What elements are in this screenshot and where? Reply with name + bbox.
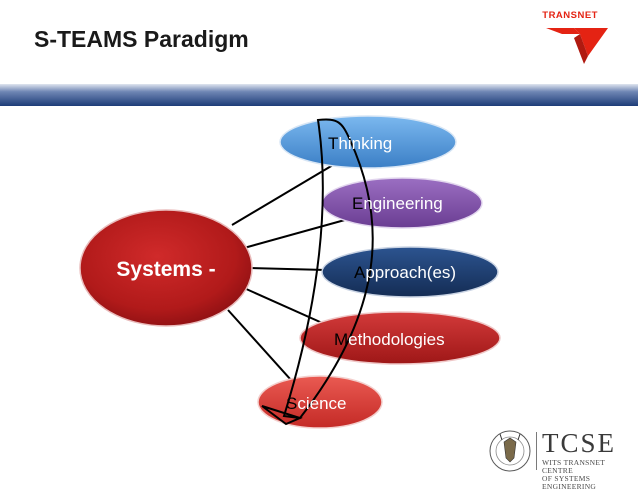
node-approaches-initial: A	[354, 263, 366, 282]
connector-engineering	[243, 217, 353, 249]
footer-divider	[536, 432, 537, 470]
node-approaches-rest: pproach(es)	[365, 263, 456, 282]
tcse-subtitle-line2: OF SYSTEMS ENGINEERING	[542, 474, 597, 491]
transnet-mark-icon	[546, 28, 608, 64]
node-science-initial: S	[286, 394, 297, 413]
node-science-label: Science	[286, 394, 346, 413]
center-node-label: Systems -	[116, 258, 215, 281]
node-engineering-label: Engineering	[352, 194, 443, 213]
tcse-subtitle: WITS TRANSNET CENTRE OF SYSTEMS ENGINEER…	[542, 459, 634, 491]
node-approaches-label: Approach(es)	[354, 263, 456, 282]
slide: S-TEAMS Paradigm TRANSNET	[0, 4, 638, 491]
node-science-rest: cience	[297, 394, 346, 413]
connector-thinking	[231, 161, 339, 226]
header-bar	[0, 84, 638, 106]
node-approaches	[321, 246, 499, 298]
acronym-arrow	[282, 118, 374, 420]
university-crest-icon	[489, 430, 531, 472]
connectors	[227, 161, 353, 391]
node-engineering-rest: ngineering	[363, 194, 442, 213]
node-methodologies-label: Methodologies	[334, 330, 445, 349]
connector-science	[227, 309, 301, 391]
node-methodologies-rest: ethodologies	[348, 330, 444, 349]
slide-title: S-TEAMS Paradigm	[34, 26, 249, 52]
connector-approaches	[249, 267, 327, 271]
node-engineering-initial: E	[352, 194, 363, 213]
tcse-logo-text: TCSE	[542, 428, 617, 458]
arrow-head	[261, 405, 303, 426]
node-thinking-rest: hinking	[338, 134, 392, 153]
center-node	[79, 209, 253, 327]
paradigm-diagram: Systems - Thinking Engineering Approach(…	[79, 115, 501, 429]
node-thinking-initial: T	[328, 134, 338, 153]
node-methodologies	[299, 311, 501, 365]
node-thinking	[279, 115, 457, 169]
brand-name: TRANSNET	[542, 10, 598, 21]
transnet-logo: TRANSNET	[540, 4, 620, 66]
tcse-subtitle-line1: WITS TRANSNET CENTRE	[542, 458, 605, 475]
node-thinking-label: Thinking	[328, 134, 392, 153]
node-methodologies-initial: M	[334, 330, 348, 349]
